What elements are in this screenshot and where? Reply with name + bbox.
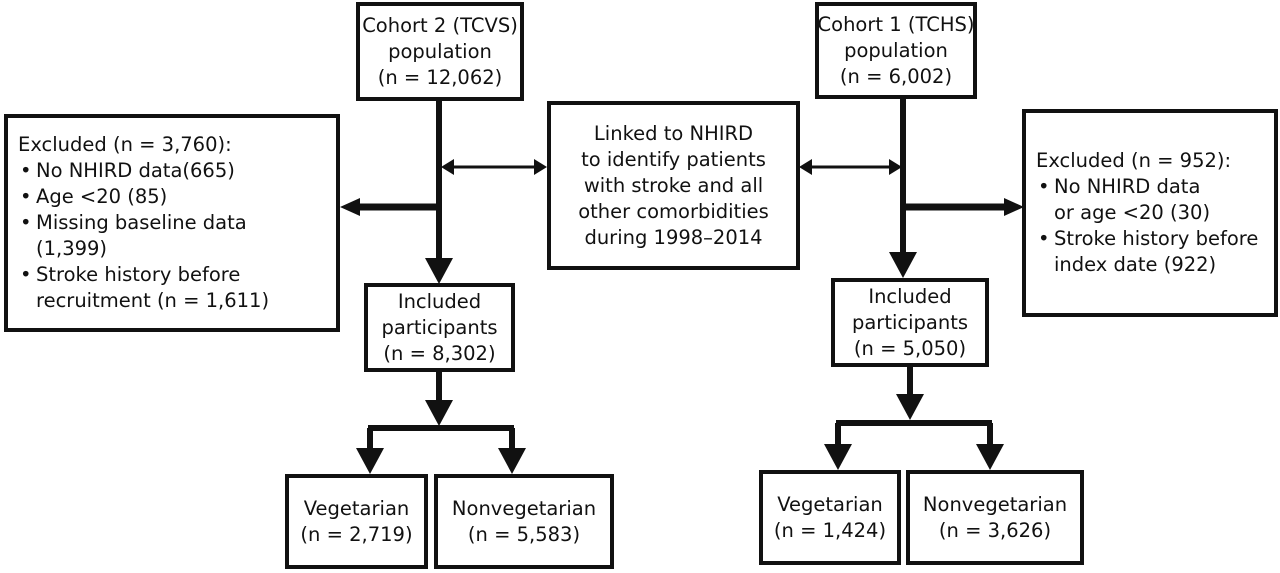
linked-nhird-box: Linked to NHIRD to identify patients wit… [547, 101, 800, 270]
cohort1-included-line: Included [868, 284, 952, 308]
cohort1-population-line: population [844, 38, 948, 62]
cohort2-population-line: population [388, 39, 492, 63]
cohort2-included-line: participants [381, 315, 498, 339]
cohort2-vegetarian-box: Vegetarian (n = 2,719) [285, 474, 428, 569]
cohort2-excluded-item: Missing baseline data(1,399) [18, 210, 269, 262]
c1-included-arrow [896, 394, 924, 420]
cohort1-excluded-title: Excluded (n = 952): [1036, 149, 1232, 172]
linked-line: to identify patients [581, 147, 766, 171]
cohort1-vegetarian-box: Vegetarian (n = 1,424) [759, 470, 901, 565]
cohort2-included-box: Included participants (n = 8,302) [364, 283, 515, 372]
c2-split-right-arrow [498, 448, 526, 474]
c1-down-arrow [889, 252, 917, 278]
cohort2-included-line: (n = 8,302) [383, 341, 496, 365]
cohort2-nonvegetarian-line: Nonvegetarian [451, 496, 597, 520]
cohort2-nonvegetarian-box: Nonvegetarian (n = 5,583) [434, 474, 614, 569]
c1-link-arrow-right [889, 159, 902, 175]
cohort2-vegetarian-line: (n = 2,719) [300, 522, 413, 546]
cohort1-included-line: (n = 5,050) [853, 336, 967, 360]
cohort1-vegetarian-line: (n = 1,424) [773, 518, 887, 542]
cohort1-vegetarian-line: Vegetarian [777, 492, 883, 516]
cohort1-population-box: Cohort 1 (TCHS) population (n = 6,002) [815, 2, 977, 99]
linked-line: with stroke and all [583, 173, 764, 197]
c2-included-arrow [425, 400, 453, 426]
cohort2-included-line: Included [397, 289, 482, 313]
cohort1-included-line: participants [851, 310, 969, 334]
c1-split-left-arrow [824, 444, 852, 470]
c1-split-right-arrow [976, 444, 1004, 470]
linked-line: during 1998–2014 [584, 225, 763, 249]
c1-link-arrow-left [799, 159, 812, 175]
cohort2-excluded-box: Excluded (n = 3,760): No NHIRD data(665)… [4, 114, 340, 332]
c2-exclusion-arrow [340, 198, 360, 216]
cohort2-excluded-list: No NHIRD data(665) Age <20 (85) Missing … [18, 158, 269, 314]
c2-down-arrow [425, 258, 453, 284]
cohort1-nonvegetarian-line: (n = 3,626) [938, 518, 1052, 542]
cohort2-population-box: Cohort 2 (TCVS) population (n = 12,062) [356, 2, 524, 101]
cohort1-population-line: (n = 6,002) [839, 64, 953, 88]
cohort2-excluded-title: Excluded (n = 3,760): [18, 133, 232, 156]
c1-exclusion-arrow [1004, 198, 1024, 216]
cohort2-population-line: (n = 12,062) [377, 65, 503, 89]
cohort2-vegetarian-line: Vegetarian [303, 496, 410, 520]
cohort2-excluded-item: Age <20 (85) [18, 184, 269, 210]
cohort1-nonvegetarian-box: Nonvegetarian (n = 3,626) [906, 470, 1084, 565]
c2-split-left-arrow [356, 448, 384, 474]
cohort1-nonvegetarian-line: Nonvegetarian [922, 492, 1068, 516]
c2-link-arrow-right [534, 159, 547, 175]
linked-line: other comorbidities [578, 199, 769, 223]
cohort2-population-line: Cohort 2 (TCVS) [362, 13, 518, 37]
cohort2-nonvegetarian-line: (n = 5,583) [467, 522, 581, 546]
c2-link-arrow-left [441, 159, 454, 175]
linked-line: Linked to NHIRD [593, 121, 754, 145]
cohort1-population-line: Cohort 1 (TCHS) [817, 12, 975, 36]
cohort2-excluded-item: No NHIRD data(665) [18, 158, 269, 184]
cohort1-included-box: Included participants (n = 5,050) [831, 278, 989, 367]
